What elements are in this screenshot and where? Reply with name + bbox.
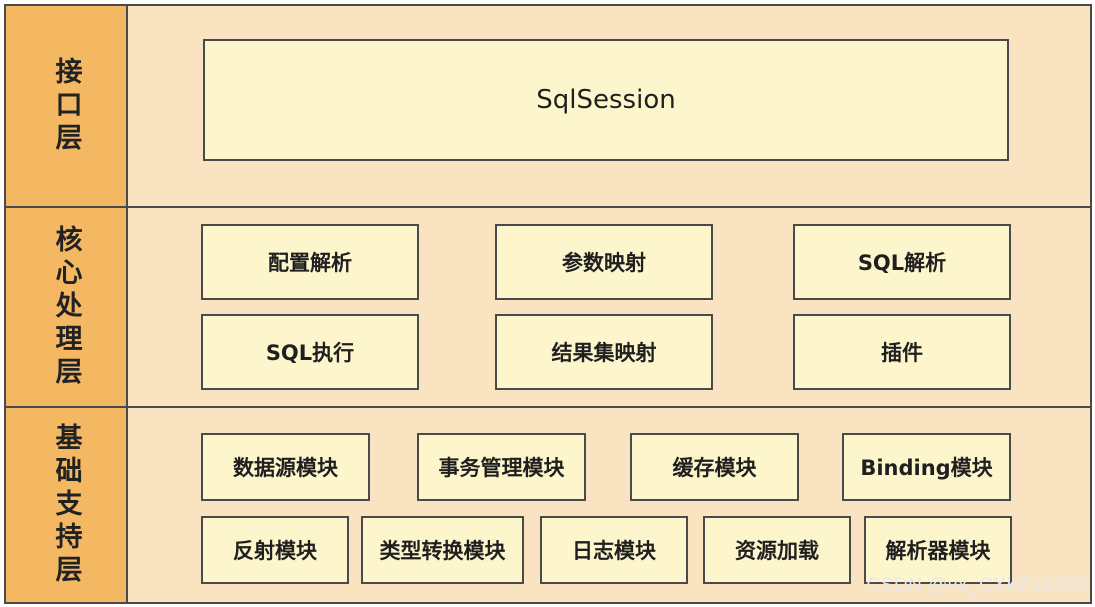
interface-layer-label: 接口层 (6, 6, 128, 206)
module-sqlsession: SqlSession (203, 39, 1009, 161)
base-layer-title: 基础支持层 (50, 422, 82, 588)
module-resultset-mapping: 结果集映射 (495, 314, 713, 390)
module-parser: 解析器模块 (864, 516, 1012, 584)
module-type-conversion: 类型转换模块 (361, 516, 524, 584)
core-layer-body: 配置解析 参数映射 SQL解析 SQL执行 结果集映射 插件 (128, 208, 1090, 406)
module-sql-parsing: SQL解析 (793, 224, 1011, 300)
module-parameter-mapping: 参数映射 (495, 224, 713, 300)
interface-layer-body: SqlSession (128, 6, 1090, 206)
base-layer: 基础支持层 数据源模块 事务管理模块 缓存模块 Binding模块 反射模块 类… (6, 406, 1090, 602)
module-logging: 日志模块 (540, 516, 688, 584)
watermark: CSDN @vx_CXKF10088 (866, 575, 1087, 596)
module-resource-loading: 资源加载 (703, 516, 851, 584)
module-cache: 缓存模块 (630, 433, 799, 501)
core-layer: 核心处理层 配置解析 参数映射 SQL解析 SQL执行 结果集映射 插件 (6, 206, 1090, 406)
interface-layer: 接口层 SqlSession (6, 6, 1090, 206)
module-transaction: 事务管理模块 (417, 433, 586, 501)
core-layer-title: 核心处理层 (50, 224, 82, 390)
interface-layer-title: 接口层 (50, 56, 82, 156)
base-layer-label: 基础支持层 (6, 408, 128, 602)
base-layer-body: 数据源模块 事务管理模块 缓存模块 Binding模块 反射模块 类型转换模块 … (128, 408, 1090, 602)
module-binding: Binding模块 (842, 433, 1011, 501)
module-plugin: 插件 (793, 314, 1011, 390)
architecture-diagram: 接口层 SqlSession 核心处理层 配置解析 参数映射 SQL解析 SQL… (4, 4, 1092, 604)
module-reflection: 反射模块 (201, 516, 349, 584)
module-sql-execution: SQL执行 (201, 314, 419, 390)
module-datasource: 数据源模块 (201, 433, 370, 501)
module-config-parsing: 配置解析 (201, 224, 419, 300)
core-layer-label: 核心处理层 (6, 208, 128, 406)
